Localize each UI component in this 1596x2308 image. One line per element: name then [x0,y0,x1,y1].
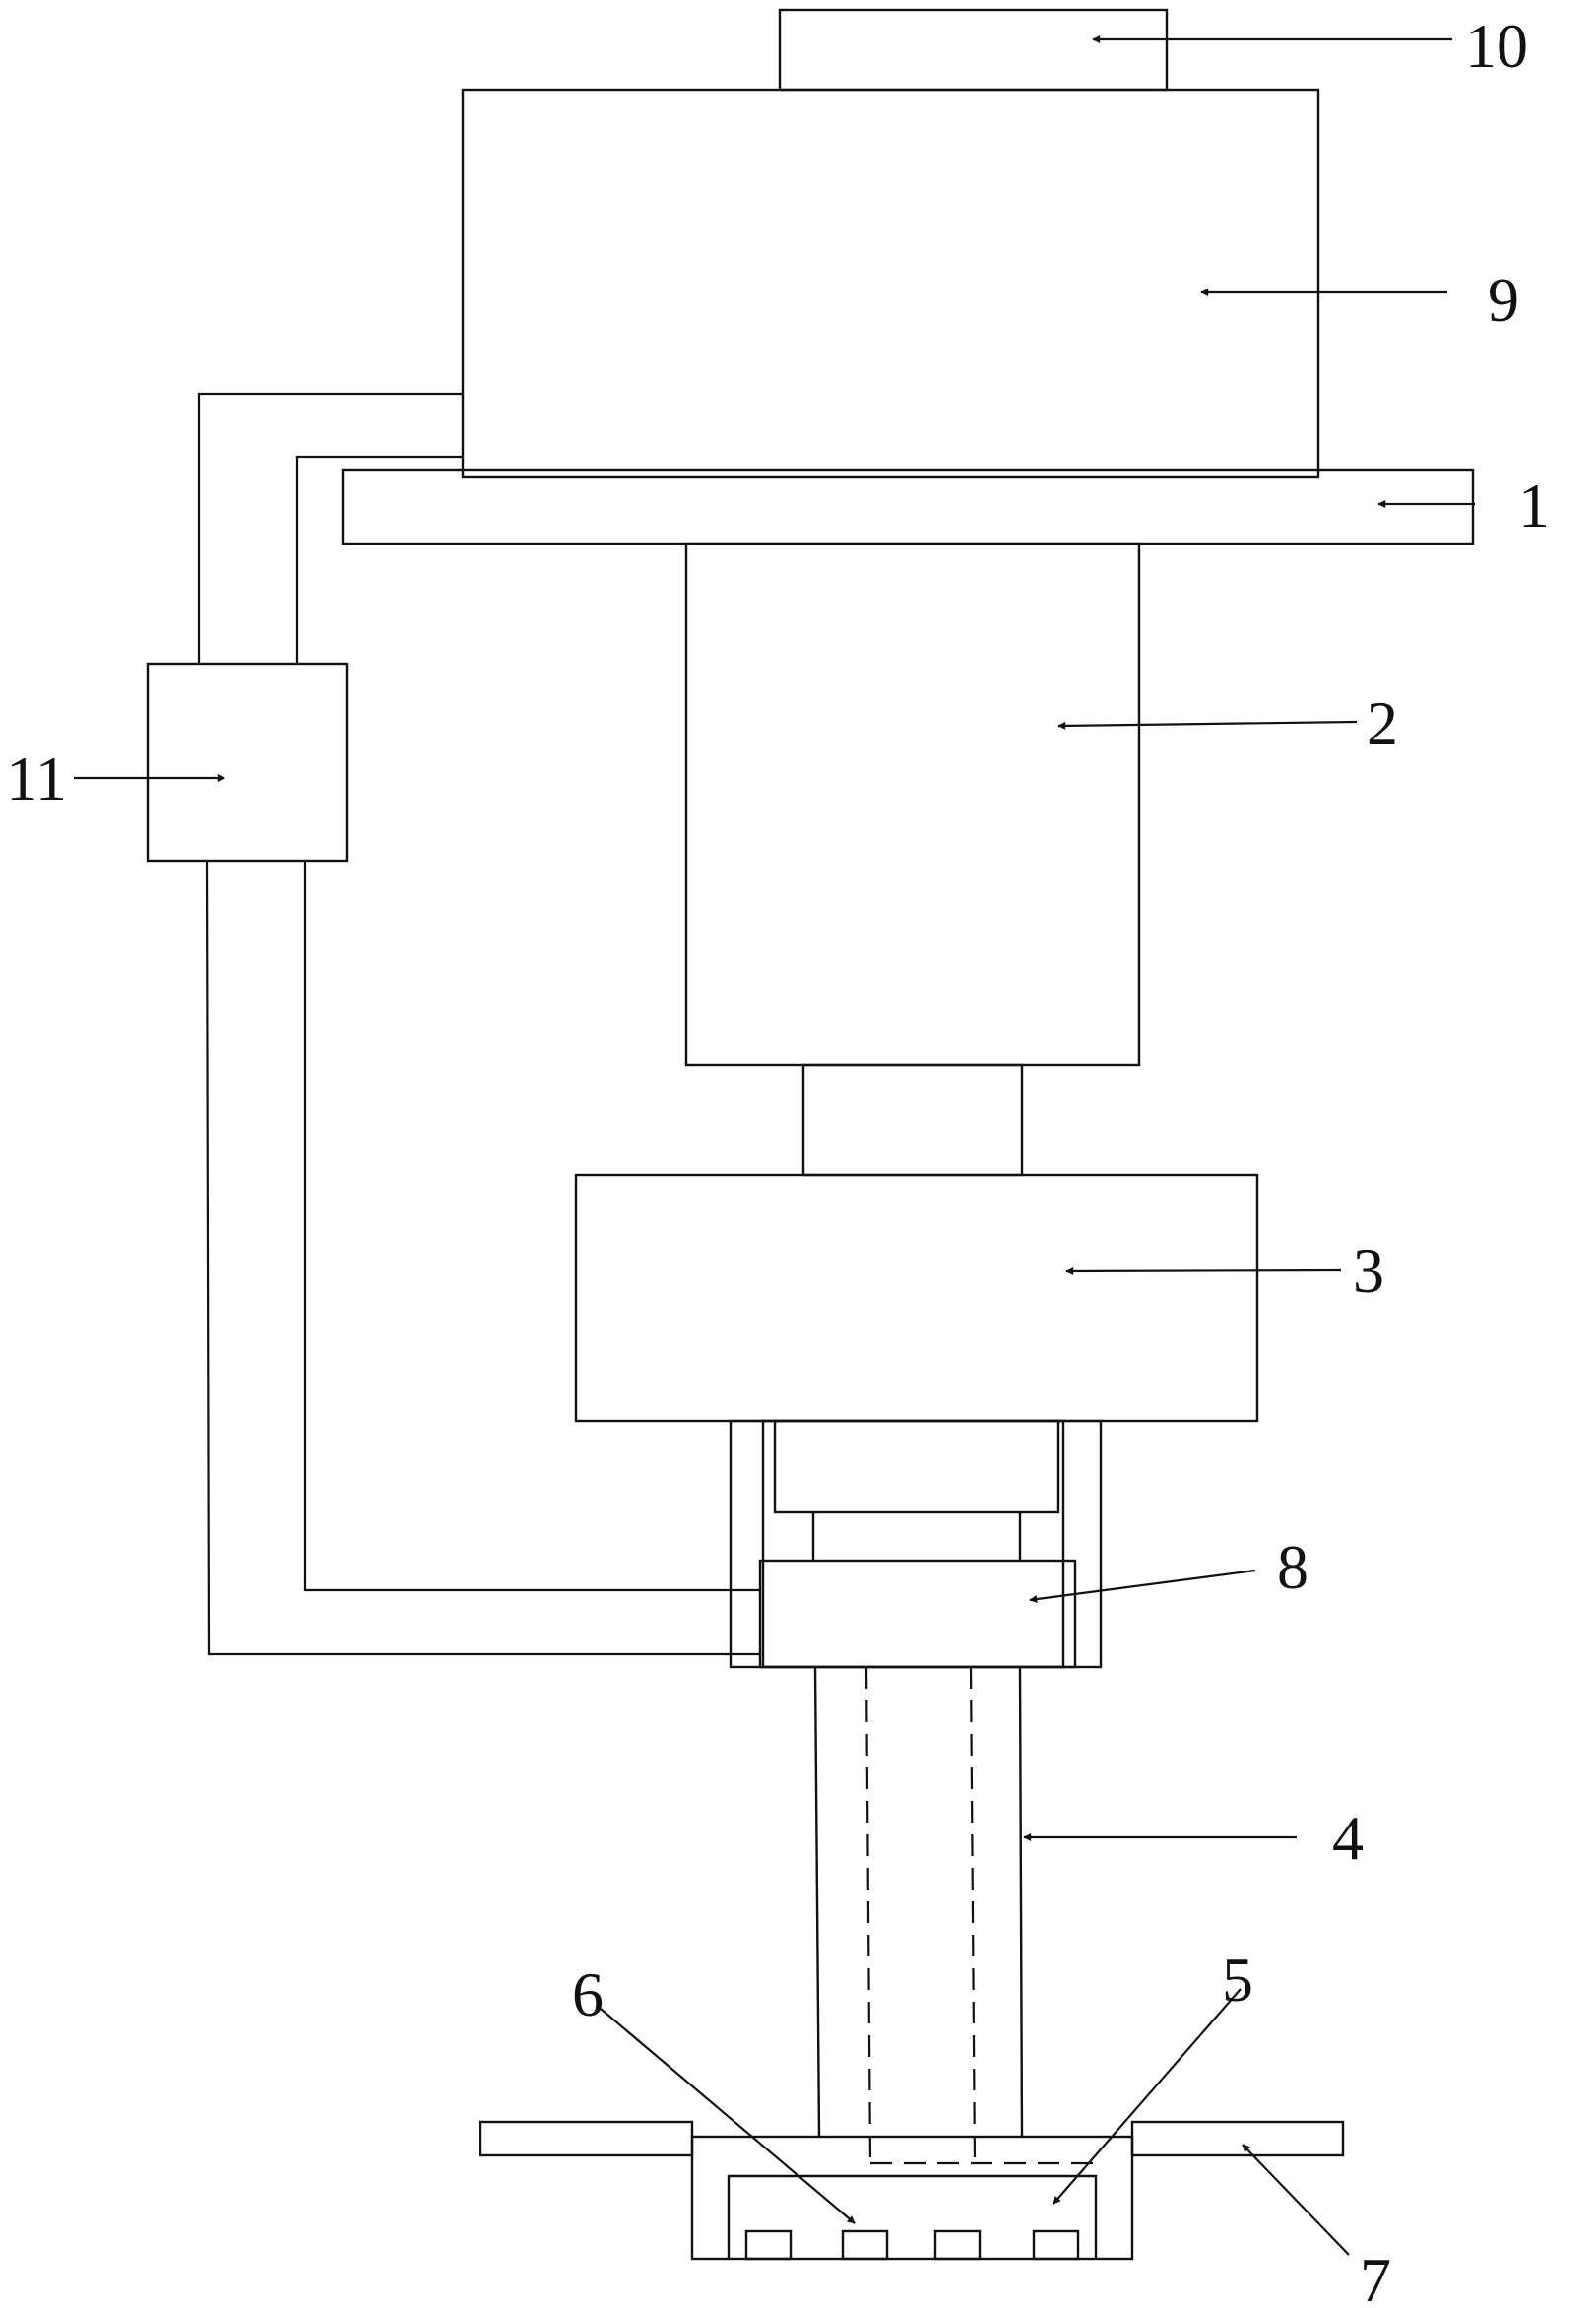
callout-6: 6 [572,1959,604,2029]
part-3-middle-block [574,1173,1259,1423]
leader-lines [74,35,1475,2256]
callout-11: 11 [6,743,67,813]
connecting-shaft [801,1063,1024,1177]
callout-9: 9 [1488,265,1519,335]
wiring [197,392,760,1656]
callout-8: 8 [1277,1532,1309,1602]
part-9-upper-housing [461,88,1320,479]
part-1-mounting-plate [341,468,1475,545]
part-4-shaft [813,1666,1024,2164]
part-5-base-housing [690,2135,1134,2261]
callout-10: 10 [1465,11,1528,81]
callout-5: 5 [1222,1945,1253,2015]
part-6-contact-pads [744,2229,1080,2261]
callout-2: 2 [1367,688,1398,758]
callout-7: 7 [1360,2245,1391,2308]
callout-1: 1 [1518,471,1550,541]
part-7-crossbar [479,2120,1345,2157]
callout-3: 3 [1353,1236,1384,1306]
callout-4: 4 [1332,1803,1364,1873]
part-2-main-body [684,542,1141,1067]
part-10-top-cap [778,8,1169,92]
part-8-coupling-block [758,1559,1077,1669]
part-11-controller [146,662,349,863]
lower-frame [729,1419,1103,1669]
